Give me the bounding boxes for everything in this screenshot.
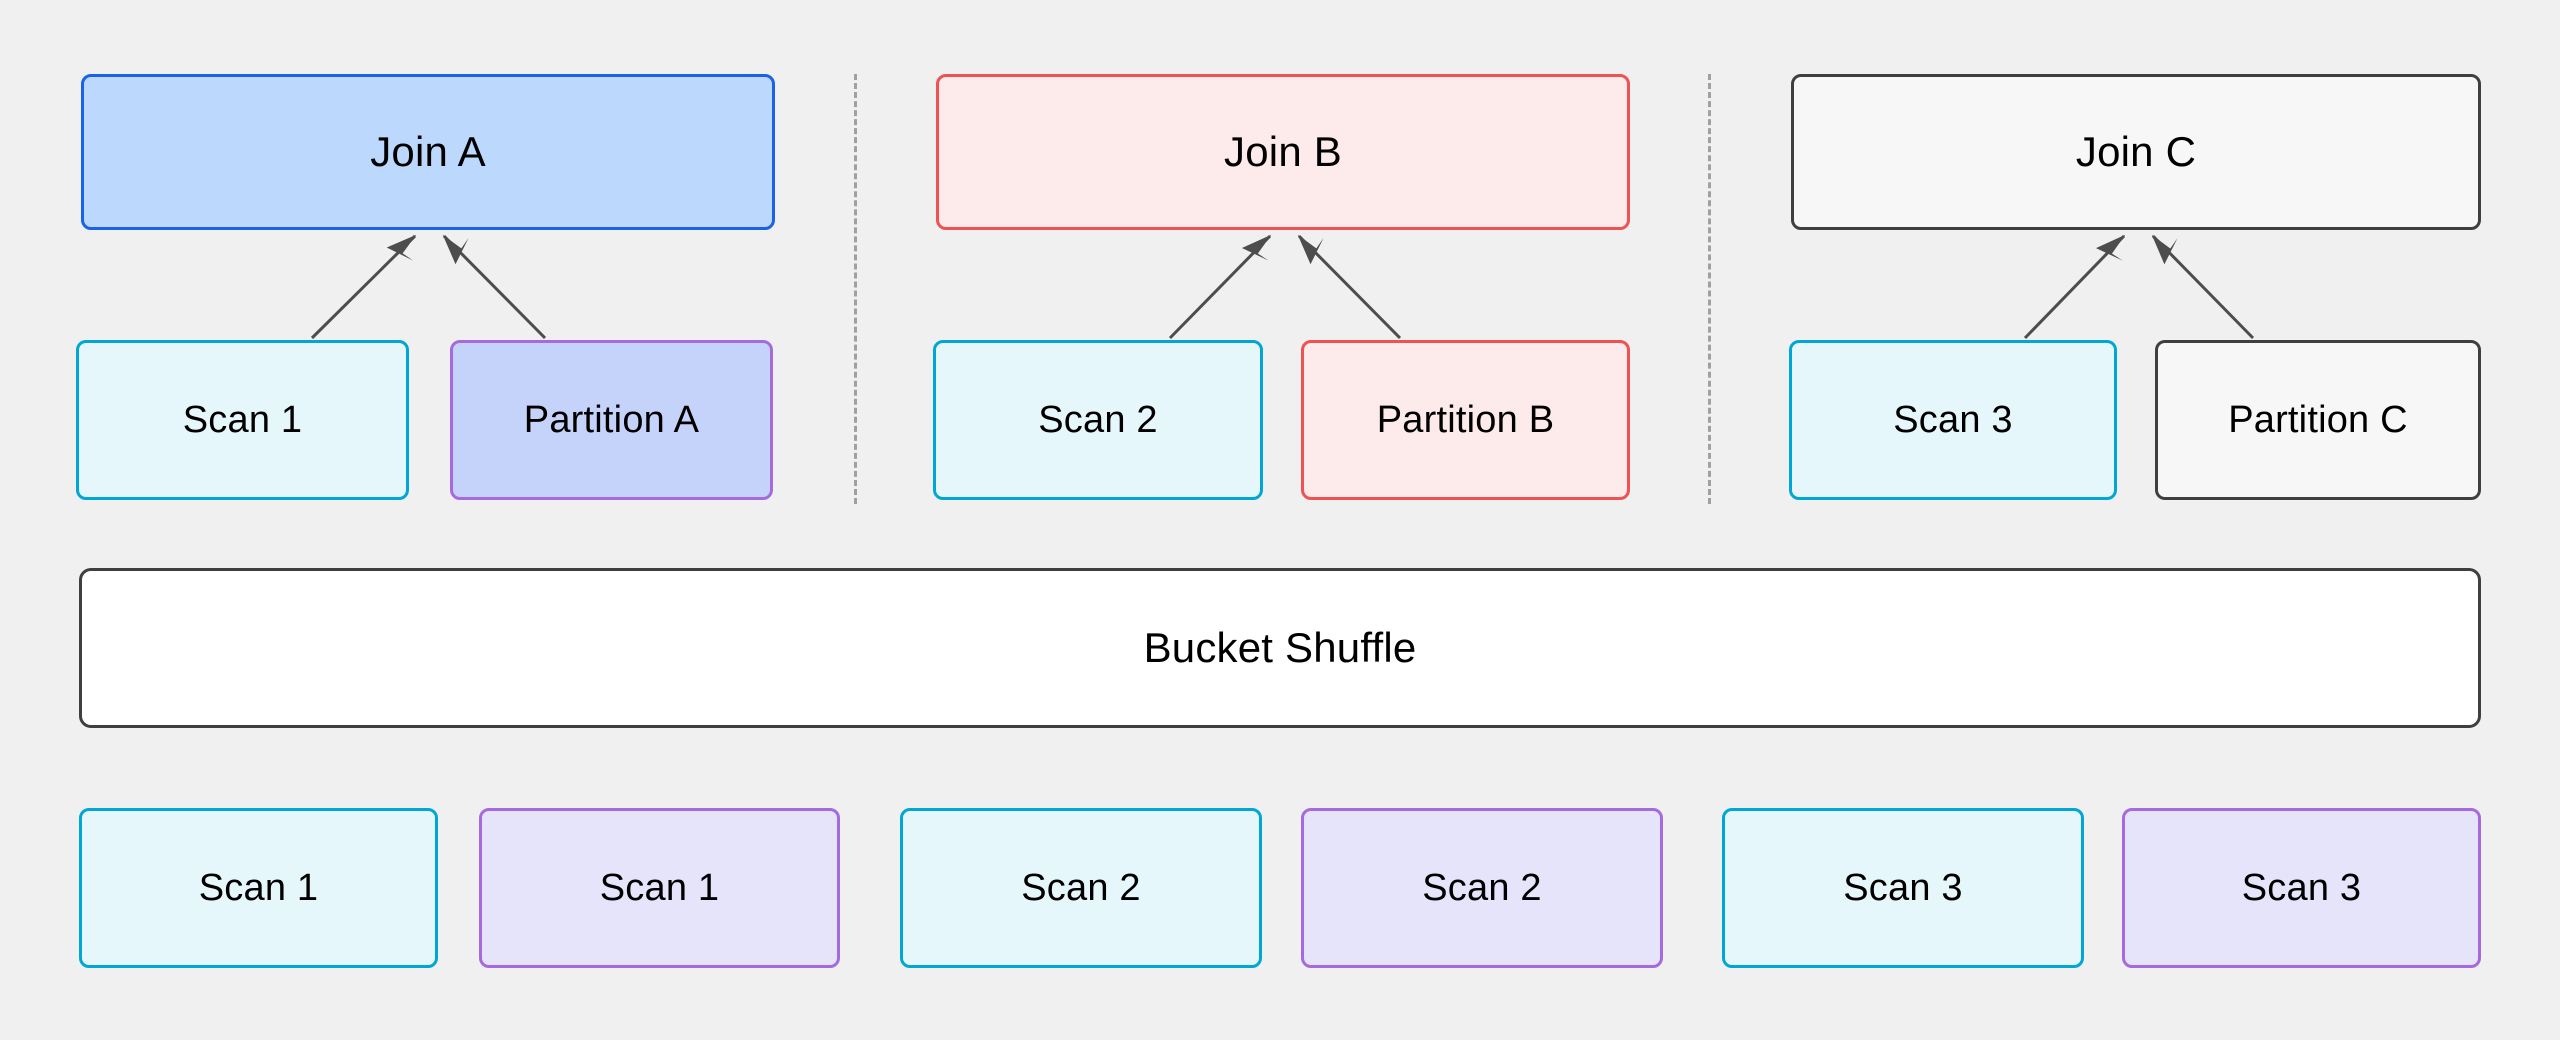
partition-node-b[interactable]: Partition B bbox=[1301, 340, 1630, 500]
join-node-b[interactable]: Join B bbox=[936, 74, 1630, 230]
partition-node-a[interactable]: Partition A bbox=[450, 340, 773, 500]
partition-node-c[interactable]: Partition C bbox=[2155, 340, 2481, 500]
bottom-scan-1-purple[interactable]: Scan 1 bbox=[479, 808, 840, 968]
group-separator-1 bbox=[854, 74, 857, 504]
join-node-c[interactable]: Join C bbox=[1791, 74, 2481, 230]
scan-node-3[interactable]: Scan 3 bbox=[1789, 340, 2117, 500]
bottom-scan-2-purple[interactable]: Scan 2 bbox=[1301, 808, 1663, 968]
edge-scan1-to-joina bbox=[310, 234, 417, 340]
bottom-scan-1-cyan[interactable]: Scan 1 bbox=[79, 808, 438, 968]
edge-scan2-to-joinb bbox=[1168, 234, 1272, 340]
scan-node-2[interactable]: Scan 2 bbox=[933, 340, 1263, 500]
join-node-a[interactable]: Join A bbox=[81, 74, 775, 230]
edge-partitionc-to-joinc bbox=[2151, 234, 2255, 340]
edge-partitiona-to-joina bbox=[442, 234, 547, 340]
group-separator-2 bbox=[1708, 74, 1711, 504]
scan-node-1[interactable]: Scan 1 bbox=[76, 340, 409, 500]
bottom-scan-3-purple[interactable]: Scan 3 bbox=[2122, 808, 2481, 968]
edge-scan3-to-joinc bbox=[2023, 234, 2126, 340]
bottom-scan-3-cyan[interactable]: Scan 3 bbox=[1722, 808, 2084, 968]
bottom-scan-2-cyan[interactable]: Scan 2 bbox=[900, 808, 1262, 968]
bucket-shuffle-bar[interactable]: Bucket Shuffle bbox=[79, 568, 2481, 728]
edge-partitionb-to-joinb bbox=[1297, 234, 1402, 340]
